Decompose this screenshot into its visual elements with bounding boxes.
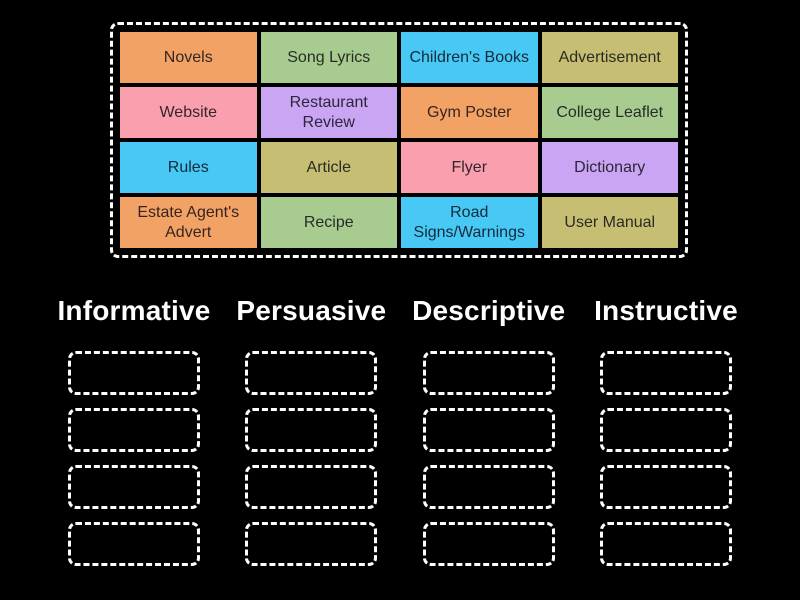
slot-persuasive-4[interactable] [245, 522, 378, 566]
tile-user-manual[interactable]: User Manual [541, 197, 678, 248]
tile-website[interactable]: Website [120, 87, 257, 138]
slot-informative-2[interactable] [68, 408, 200, 452]
tile-restaurant-review[interactable]: Restaurant Review [260, 87, 397, 138]
group-title-informative: Informative [57, 295, 211, 326]
tile-flyer[interactable]: Flyer [401, 142, 538, 193]
slot-instructive-3[interactable] [599, 465, 732, 509]
tile-rules[interactable]: Rules [120, 142, 257, 193]
group-descriptive: Descriptive [412, 295, 565, 566]
slot-informative-1[interactable] [68, 351, 200, 395]
group-title-descriptive: Descriptive [412, 295, 566, 326]
slot-instructive-2[interactable] [599, 408, 732, 452]
tile-gym-poster[interactable]: Gym Poster [401, 87, 538, 138]
group-title-persuasive: Persuasive [236, 295, 387, 326]
group-instructive: Instructive [594, 295, 738, 566]
tile-recipe[interactable]: Recipe [260, 197, 397, 248]
tile-pool: Novels Song Lyrics Children's Books Adve… [110, 22, 688, 258]
slot-informative-3[interactable] [68, 465, 200, 509]
slot-persuasive-3[interactable] [245, 465, 378, 509]
slot-descriptive-2[interactable] [422, 408, 555, 452]
tile-estate-agents-advert[interactable]: Estate Agent's Advert [120, 197, 257, 248]
tile-song-lyrics[interactable]: Song Lyrics [260, 32, 397, 83]
slot-instructive-4[interactable] [599, 522, 732, 566]
group-title-instructive: Instructive [594, 295, 738, 326]
group-persuasive: Persuasive [236, 295, 386, 566]
slot-descriptive-3[interactable] [422, 465, 555, 509]
tile-dictionary[interactable]: Dictionary [541, 142, 678, 193]
tile-novels[interactable]: Novels [120, 32, 257, 83]
slot-descriptive-4[interactable] [422, 522, 555, 566]
tile-article[interactable]: Article [260, 142, 397, 193]
tile-advertisement[interactable]: Advertisement [541, 32, 678, 83]
category-groups: Informative Persuasive Descriptive Instr… [57, 295, 738, 566]
group-informative: Informative [57, 295, 210, 566]
tile-childrens-books[interactable]: Children's Books [401, 32, 538, 83]
slot-informative-4[interactable] [68, 522, 200, 566]
tile-road-signs-warnings[interactable]: Road Signs/Warnings [401, 197, 538, 248]
slot-persuasive-1[interactable] [245, 351, 378, 395]
slot-instructive-1[interactable] [599, 351, 732, 395]
slot-descriptive-1[interactable] [422, 351, 555, 395]
tile-college-leaflet[interactable]: College Leaflet [541, 87, 678, 138]
slot-persuasive-2[interactable] [245, 408, 378, 452]
